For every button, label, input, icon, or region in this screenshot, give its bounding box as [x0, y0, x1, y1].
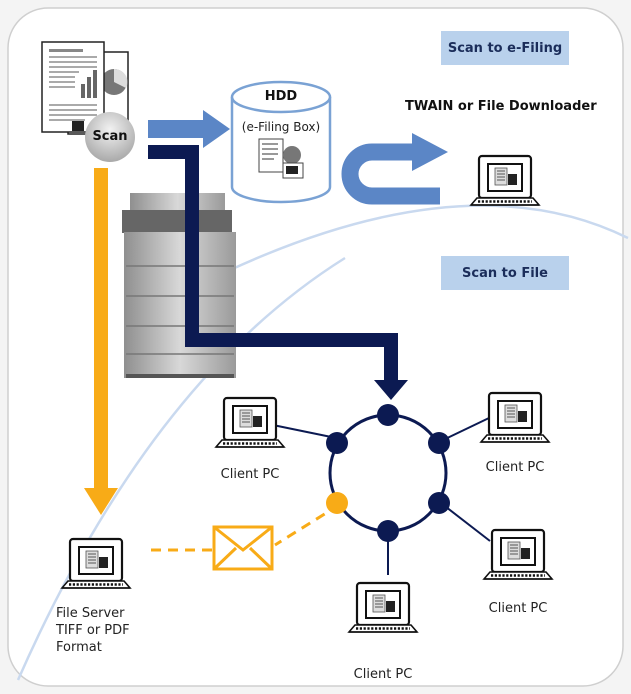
network-arrow-head [374, 380, 408, 400]
envelope-icon [212, 525, 274, 571]
network-link [440, 417, 490, 442]
network-node-icon [428, 432, 450, 454]
client-pc-label-lower-right: Client PC [488, 601, 548, 616]
twain-label: TWAIN or File Downloader [405, 99, 597, 114]
computer-icon [214, 396, 286, 449]
network-node-icon [428, 492, 450, 514]
client-pc-label-right: Client PC [485, 460, 545, 475]
network-node-icon [377, 520, 399, 542]
network-node-icon [377, 404, 399, 426]
computer-icon [469, 154, 541, 207]
network-node-icon [326, 492, 348, 514]
decorative-arc [229, 204, 629, 272]
client-pc-label-bottom: Client PC [353, 667, 413, 682]
arrow-to-hdd [148, 110, 230, 148]
decorative-arc [16, 256, 346, 681]
scan-button [85, 112, 135, 162]
scan-label: Scan [92, 129, 128, 144]
computer-icon [347, 581, 419, 634]
client-pc-label-left: Client PC [220, 467, 280, 482]
computer-icon [479, 391, 551, 444]
file-server-line: Format [56, 639, 102, 655]
computer-icon [60, 537, 132, 590]
file-server-line: File Server [56, 606, 125, 621]
network-node-icon [326, 432, 348, 454]
hdd-label: HDD [264, 89, 298, 104]
arrow-to-twain-pc [341, 143, 440, 205]
file-server-label: File Server TIFF or PDF Format [56, 606, 130, 657]
copier-icon [122, 193, 236, 378]
arrow-head [412, 133, 448, 171]
network-path [148, 145, 398, 380]
efiling-box-label: (e-Filing Box) [241, 120, 321, 134]
computer-icon [482, 528, 554, 581]
file-server-line: TIFF or PDF [56, 622, 130, 638]
hdd-icon [230, 80, 332, 204]
scan-to-efiling-badge: Scan to e-Filing [441, 31, 569, 65]
scan-to-file-badge: Scan to File [441, 256, 569, 290]
email-link [274, 503, 340, 547]
arrow-head [84, 488, 118, 515]
